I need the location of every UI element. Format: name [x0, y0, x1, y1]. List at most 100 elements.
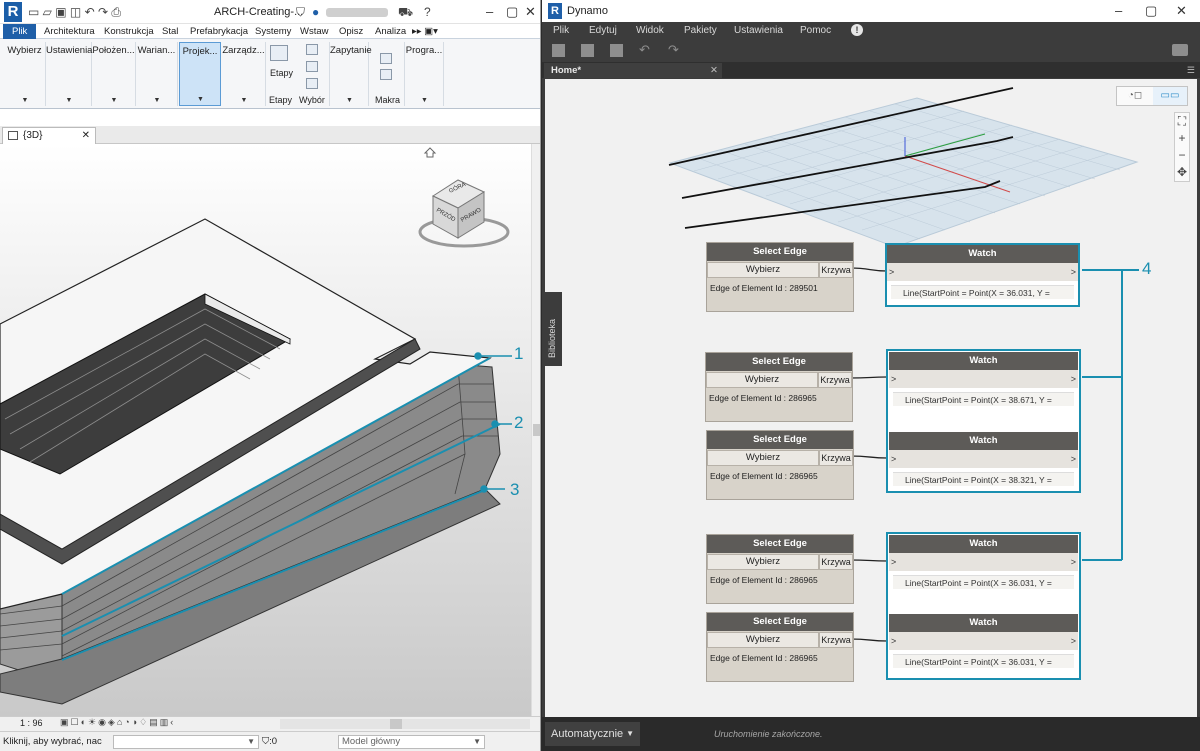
output-port-krzywa[interactable]: Krzywa — [819, 262, 853, 278]
user-icon[interactable]: ● — [312, 5, 320, 19]
tab-home[interactable]: Home*✕ — [544, 63, 722, 78]
ribbon-button-projekt[interactable]: Projek...▼ — [179, 42, 221, 106]
output-port[interactable]: > — [1070, 636, 1076, 646]
minimize-icon[interactable]: – — [1115, 3, 1123, 18]
scroll-thumb[interactable] — [533, 424, 540, 436]
revit-logo[interactable]: R — [4, 2, 22, 22]
view-tab-3d[interactable]: {3D} ✕ — [2, 127, 96, 144]
zoom-fit-icon[interactable]: ⛶ — [1177, 114, 1187, 128]
ribbon-button-ustawienia[interactable]: Ustawienia▼ — [46, 42, 92, 106]
output-port[interactable]: > — [1070, 267, 1076, 277]
input-port[interactable]: > — [891, 557, 897, 567]
select-icon[interactable] — [306, 44, 318, 55]
select-button[interactable]: Wybierz — [707, 262, 819, 278]
input-port[interactable]: > — [891, 636, 897, 646]
run-mode-dropdown[interactable]: Automatycznie▼ — [545, 722, 640, 746]
input-port[interactable]: > — [891, 374, 897, 384]
input-port[interactable]: > — [891, 454, 897, 464]
tab-systemy[interactable]: Systemy — [255, 26, 292, 37]
ribbon-button-zapytanie[interactable]: Zapytanie▼ — [329, 42, 372, 106]
close-icon[interactable]: ✕ — [525, 4, 536, 19]
select-edge-node[interactable]: Select Edge Wybierz Krzywa Edge of Eleme… — [706, 242, 854, 312]
view-scale[interactable]: 1 : 96 — [20, 718, 43, 728]
geometry-view-icon[interactable]: ◔◻ — [1127, 90, 1143, 101]
tab-wstaw[interactable]: Wstaw — [300, 26, 329, 37]
cart-icon[interactable]: ⛟ — [398, 5, 414, 19]
close-view-icon[interactable]: ✕ — [81, 130, 90, 141]
new-file-icon[interactable] — [552, 44, 565, 57]
revit-3d-viewport[interactable]: GÓRA PRZÓD PRAWO 1 2 3 — [0, 144, 531, 716]
tab-architektura[interactable]: Architektura — [44, 26, 95, 37]
save-icon[interactable] — [610, 44, 623, 57]
tab-opisz[interactable]: Opisz — [339, 26, 364, 37]
more-tabs-icon[interactable]: ▸▸ ▣▾ — [412, 26, 438, 37]
macro-manager-icon[interactable] — [380, 53, 392, 64]
graph-canvas[interactable]: ◔◻ ▭▭ ⛶ + − ✥ Select Edge Wybierz Krzywa… — [545, 79, 1197, 717]
ribbon-button-etapy[interactable]: Etapy — [270, 68, 294, 78]
select-edge-node[interactable]: Select Edge Wybierz Krzywa Edge of Eleme… — [706, 430, 854, 500]
maximize-icon[interactable]: ▢ — [1145, 3, 1158, 18]
zoom-out-icon[interactable]: − — [1178, 148, 1186, 162]
select-button[interactable]: Wybierz — [707, 632, 819, 648]
home-icon[interactable] — [423, 147, 437, 158]
pan-icon[interactable]: ✥ — [1176, 165, 1188, 179]
tab-analiza[interactable]: Analiza — [375, 26, 407, 37]
select-links-icon[interactable] — [306, 61, 318, 72]
view-control-icons[interactable]: ▣☐◐☀◉◈⌂◔◑♢▤▥‹ — [60, 717, 176, 727]
open-file-icon[interactable] — [581, 44, 594, 57]
design-option-dropdown[interactable]: Model główny▼ — [338, 735, 485, 749]
menu-pakiety[interactable]: Pakiety — [684, 25, 717, 36]
output-port-krzywa[interactable]: Krzywa — [819, 632, 853, 648]
output-port-krzywa[interactable]: Krzywa — [818, 372, 852, 388]
select-edge-node[interactable]: Select Edge Wybierz Krzywa Edge of Eleme… — [706, 612, 854, 682]
ribbon-button-programy[interactable]: Progra...▼ — [404, 42, 444, 106]
quick-access-icons[interactable]: ▭ ▱ ▣ ◫ ↶ ↷ ⎙ — [28, 5, 121, 19]
ribbon-button-zarzadzaj[interactable]: Zarządz...▼ — [222, 42, 266, 106]
watch-node[interactable]: Watch >> Line(StartPoint = Point(X = 36.… — [885, 243, 1080, 307]
menu-widok[interactable]: Widok — [636, 25, 664, 36]
macro-security-icon[interactable] — [380, 69, 392, 80]
close-icon[interactable]: ✕ — [1176, 3, 1187, 18]
output-port[interactable]: > — [1070, 557, 1076, 567]
watch-node[interactable]: Watch >> Line(StartPoint = Point(X = 38.… — [889, 432, 1078, 490]
zoom-in-icon[interactable]: + — [1178, 131, 1186, 145]
select-button[interactable]: Wybierz — [707, 554, 819, 570]
watch-node[interactable]: Watch >> Line(StartPoint = Point(X = 36.… — [889, 535, 1078, 597]
menu-edytuj[interactable]: Edytuj — [589, 25, 617, 36]
undo-icon[interactable]: ↶ — [639, 42, 650, 57]
tab-konstrukcja[interactable]: Konstrukcja — [104, 26, 154, 37]
menu-pomoc[interactable]: Pomoc — [800, 25, 832, 36]
input-port[interactable]: > — [889, 267, 895, 277]
workset-dropdown[interactable]: ▼ — [113, 735, 259, 749]
output-port-krzywa[interactable]: Krzywa — [819, 554, 853, 570]
horizontal-scrollbar[interactable] — [280, 719, 530, 729]
redo-icon[interactable]: ↷ — [668, 42, 679, 57]
menu-plik[interactable]: Plik — [553, 25, 570, 36]
minimize-icon[interactable]: – — [486, 4, 494, 19]
output-port[interactable]: > — [1070, 374, 1076, 384]
output-port-krzywa[interactable]: Krzywa — [819, 450, 853, 466]
tab-plik[interactable]: Plik — [3, 24, 37, 39]
output-port[interactable]: > — [1070, 454, 1076, 464]
menu-ustawienia[interactable]: Ustawienia — [734, 25, 783, 36]
help-icon[interactable]: ? — [424, 5, 431, 19]
camera-icon[interactable] — [1172, 44, 1188, 56]
select-button[interactable]: Wybierz — [706, 372, 818, 388]
tab-stal[interactable]: Stal — [162, 26, 179, 37]
binoculars-icon[interactable]: ⛉ — [296, 5, 306, 19]
viewcube[interactable] — [418, 179, 510, 248]
select-pinned-icon[interactable] — [306, 78, 318, 89]
ribbon-button-warianty[interactable]: Warian...▼ — [136, 42, 178, 106]
ribbon-button-wybierz[interactable]: Wybierz▼ — [4, 42, 46, 106]
maximize-icon[interactable]: ▢ — [506, 4, 519, 19]
scroll-thumb[interactable] — [390, 719, 402, 729]
ribbon-button-polozenie[interactable]: Położen...▼ — [92, 42, 136, 106]
watch-node[interactable]: Watch >> Line(StartPoint = Point(X = 36.… — [889, 614, 1078, 676]
select-edge-node[interactable]: Select Edge Wybierz Krzywa Edge of Eleme… — [705, 352, 853, 422]
menu-icon[interactable]: ☰ — [1186, 65, 1195, 75]
watch-node[interactable]: Watch >> Line(StartPoint = Point(X = 38.… — [889, 352, 1078, 414]
vertical-scrollbar[interactable] — [531, 144, 540, 716]
notification-icon[interactable]: ! — [851, 24, 863, 36]
select-button[interactable]: Wybierz — [707, 450, 819, 466]
close-tab-icon[interactable]: ✕ — [710, 65, 718, 76]
